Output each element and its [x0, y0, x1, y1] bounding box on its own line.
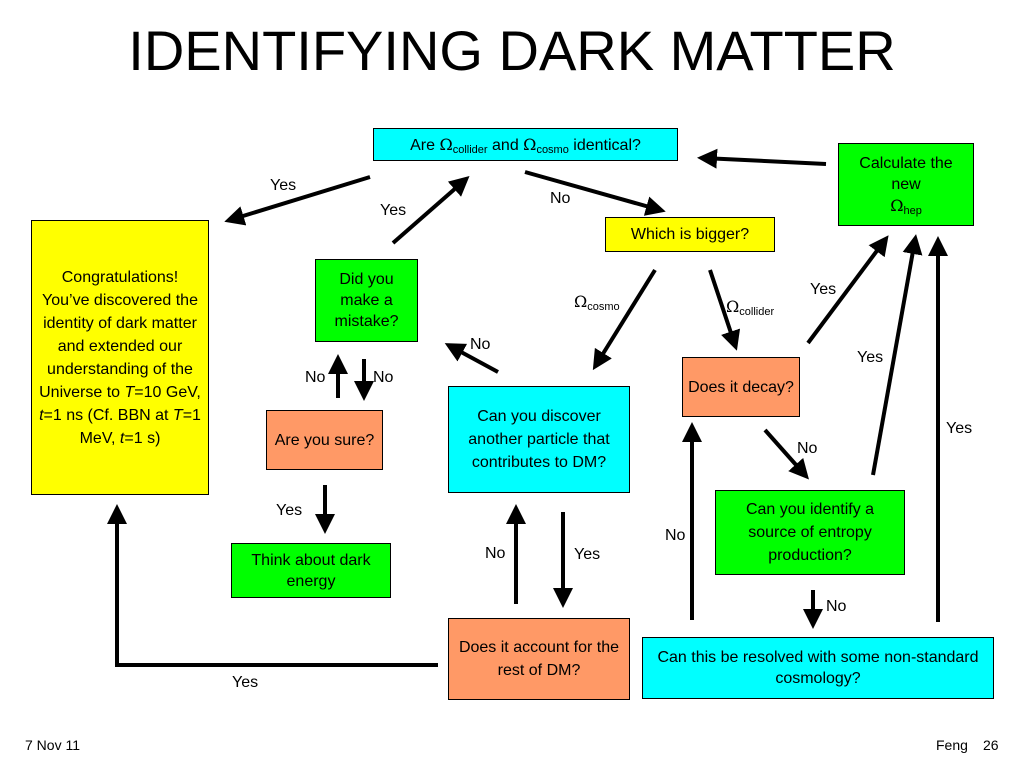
arrow-discover-to-mistake: [444, 343, 499, 374]
calculate-line2: new: [891, 175, 921, 193]
arrow-calculate-to-identical: [697, 148, 827, 169]
time-var: t: [119, 429, 125, 447]
yes-label: Yes: [810, 281, 837, 298]
omega-symbol: Ω: [890, 195, 904, 215]
discover-particle-box: Can you discover another particle that c…: [448, 386, 630, 493]
arrow-identical-to-which: [524, 170, 666, 216]
no-label: No: [665, 527, 686, 544]
omega-cosmo-label: Ωcosmo: [574, 292, 620, 313]
omega-symbol: Ω: [523, 134, 537, 154]
omega-symbol: Ω: [726, 297, 740, 316]
no-label: No: [305, 369, 326, 386]
footer-date: 7 Nov 11: [25, 737, 80, 753]
arrow-mistake-to-identical: [391, 176, 470, 245]
sure-text: Are you sure?: [274, 431, 375, 449]
cosmo-subscript: cosmo: [587, 301, 620, 313]
collider-subscript: collider: [452, 143, 488, 156]
congrats-text-4: =1 MeV,: [79, 406, 201, 447]
omega-collider-label: Ωcollider: [726, 297, 775, 318]
yes-label: Yes: [276, 502, 303, 519]
congrats-text-2: =10 GeV,: [134, 383, 201, 401]
no-label: No: [470, 336, 491, 353]
time-var: t: [39, 406, 44, 424]
no-label: No: [373, 369, 394, 386]
arrow-account-to-congrats: [107, 504, 438, 667]
temperature-var: T: [124, 383, 135, 401]
arrow-identical-to-congrats: [224, 175, 371, 226]
congrats-text-5: =1 s): [124, 429, 161, 447]
arrow-entropy-to-calculate: [871, 234, 923, 476]
congrats-text-3: =1 ns (Cf. BBN at: [43, 406, 173, 424]
calculate-new-box: Calculate the new Ωhep: [838, 143, 974, 226]
congrats-text: Congratulations! You’ve discovered the i…: [39, 268, 198, 401]
entropy-box: Can you identify a source of entropy pro…: [715, 490, 905, 575]
mistake-box: Did you make a mistake?: [315, 259, 418, 342]
nonstandard-cosmology-box: Can this be resolved with some non-stand…: [642, 637, 994, 699]
no-label: No: [797, 440, 818, 457]
identical-text-post: identical?: [568, 136, 641, 154]
dark-energy-box: Think about dark energy: [231, 543, 391, 598]
yes-label: Yes: [232, 674, 259, 691]
congratulations-box: Congratulations! You’ve discovered the i…: [31, 220, 209, 495]
arrow-which-to-decay: [708, 269, 741, 351]
decay-text: Does it decay?: [688, 378, 794, 396]
cosmo-subscript: cosmo: [536, 143, 569, 156]
arrow-decay-to-calculate: [806, 235, 889, 345]
arrow-which-to-discover: [592, 268, 657, 371]
dark-energy-text: Think about dark energy: [251, 551, 371, 590]
footer-page-number: 26: [983, 737, 999, 753]
which-bigger-box: Which is bigger?: [605, 217, 775, 252]
nonstandard-text: Can this be resolved with some non-stand…: [657, 649, 979, 687]
yes-label: Yes: [857, 349, 884, 366]
identical-text-mid: and: [487, 136, 524, 154]
entropy-text: Can you identify a source of entropy pro…: [745, 501, 875, 564]
temperature-var: T: [172, 406, 183, 424]
no-label: No: [550, 190, 571, 207]
discover-particle-text: Can you discover another particle that c…: [468, 408, 610, 471]
does-it-decay-box: Does it decay?: [682, 357, 800, 417]
arrow-decay-to-entropy: [763, 428, 809, 480]
no-label: No: [485, 545, 506, 562]
no-label: No: [826, 598, 847, 615]
identical-question-box: Are Ωcollider and Ωcosmo identical?: [373, 128, 678, 161]
calculate-line1: Calculate the: [859, 154, 953, 172]
slide-title: IDENTIFYING DARK MATTER: [128, 19, 896, 82]
which-bigger-text: Which is bigger?: [630, 226, 750, 243]
hep-subscript: hep: [903, 204, 922, 217]
yes-label: Yes: [574, 546, 601, 563]
yes-label: Yes: [380, 202, 407, 219]
collider-subscript: collider: [739, 306, 775, 318]
footer-author: Feng: [936, 737, 968, 753]
mistake-text: Did you make a mistake?: [334, 271, 399, 330]
omega-symbol: Ω: [574, 292, 588, 311]
are-you-sure-box: Are you sure?: [266, 410, 383, 470]
account-text: Does it account for the rest of DM?: [458, 639, 620, 679]
yes-label: Yes: [270, 177, 297, 194]
omega-symbol: Ω: [439, 134, 453, 154]
yes-label: Yes: [946, 420, 973, 437]
identical-text-pre: Are: [410, 136, 440, 154]
account-rest-box: Does it account for the rest of DM?: [448, 618, 630, 700]
